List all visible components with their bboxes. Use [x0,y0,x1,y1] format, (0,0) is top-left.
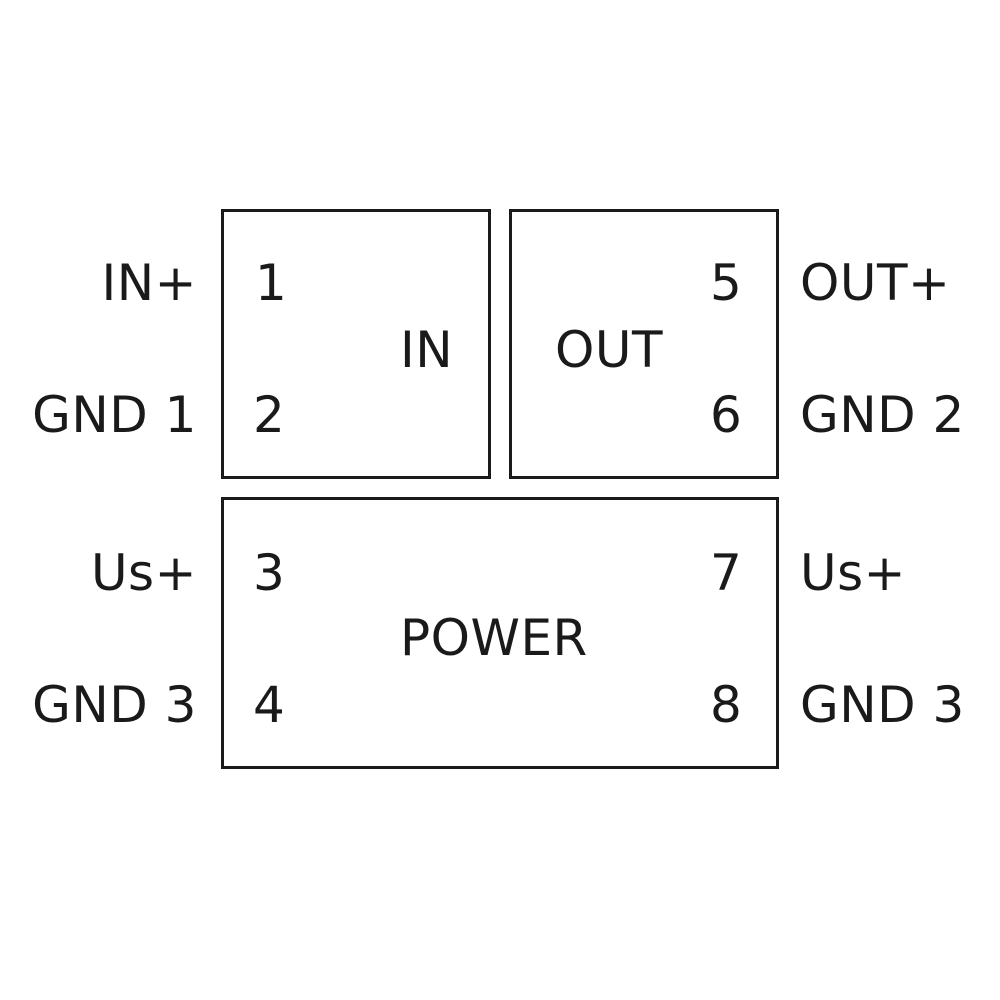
power-module-label: POWER [400,609,588,667]
terminal-number-6: 6 [710,386,743,444]
in-module-box [221,209,491,479]
terminal-number-3: 3 [253,544,286,602]
power-module-box [221,497,779,769]
terminal-number-8: 8 [710,676,743,734]
terminal-signal-1: IN+ [101,254,197,312]
terminal-signal-6: GND 2 [800,386,965,444]
terminal-number-1: 1 [255,254,288,312]
terminal-number-5: 5 [710,254,743,312]
out-module-box [509,209,779,479]
terminal-signal-4: GND 3 [32,676,197,734]
terminal-signal-8: GND 3 [800,676,965,734]
in-module-label: IN [400,321,454,379]
terminal-signal-3: Us+ [90,544,197,602]
out-module-label: OUT [555,321,663,379]
terminal-signal-5: OUT+ [800,254,951,312]
terminal-number-7: 7 [710,544,743,602]
terminal-number-4: 4 [253,676,286,734]
terminal-signal-7: Us+ [800,544,907,602]
terminal-signal-2: GND 1 [32,386,197,444]
terminal-number-2: 2 [253,386,286,444]
